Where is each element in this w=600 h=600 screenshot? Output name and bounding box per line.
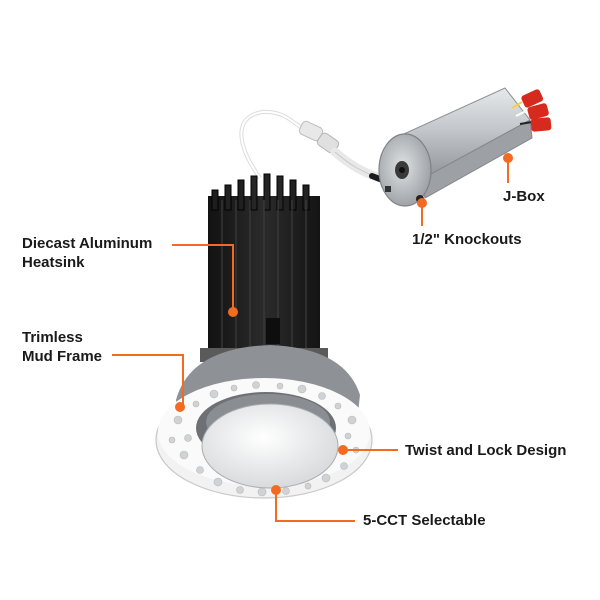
label-jbox: J-Box — [503, 188, 545, 205]
wire-connectors — [511, 89, 552, 132]
mud-frame — [155, 345, 373, 499]
marker-jbox — [503, 153, 513, 163]
callout-leaders — [112, 160, 509, 522]
callout-markers — [175, 153, 513, 495]
label-twist-lock: Twist and Lock Design — [405, 442, 567, 459]
label-cct: 5-CCT Selectable — [363, 512, 486, 529]
leader-mud-frame — [112, 354, 184, 405]
marker-cct — [271, 485, 281, 495]
leader-cct — [275, 490, 355, 522]
marker-heatsink — [228, 307, 238, 317]
label-heatsink-line1: Diecast Aluminum — [22, 235, 153, 252]
heatsink — [200, 173, 328, 362]
marker-knockouts — [417, 198, 427, 208]
label-mud-frame-line2: Mud Frame — [22, 348, 103, 365]
label-heatsink-line2: Heatsink — [22, 254, 85, 271]
label-mud-frame-line1: Trimless — [22, 329, 83, 346]
label-heatsink: Diecast Aluminum Heatsink — [22, 234, 152, 272]
marker-mud-frame — [175, 402, 185, 412]
marker-twist-lock — [338, 445, 348, 455]
leader-heatsink — [172, 244, 234, 312]
power-cable — [239, 109, 393, 186]
junction-box — [378, 87, 533, 207]
label-mud-frame: Trimless Mud Frame — [22, 328, 102, 366]
label-knockouts: 1/2" Knockouts — [412, 231, 522, 248]
